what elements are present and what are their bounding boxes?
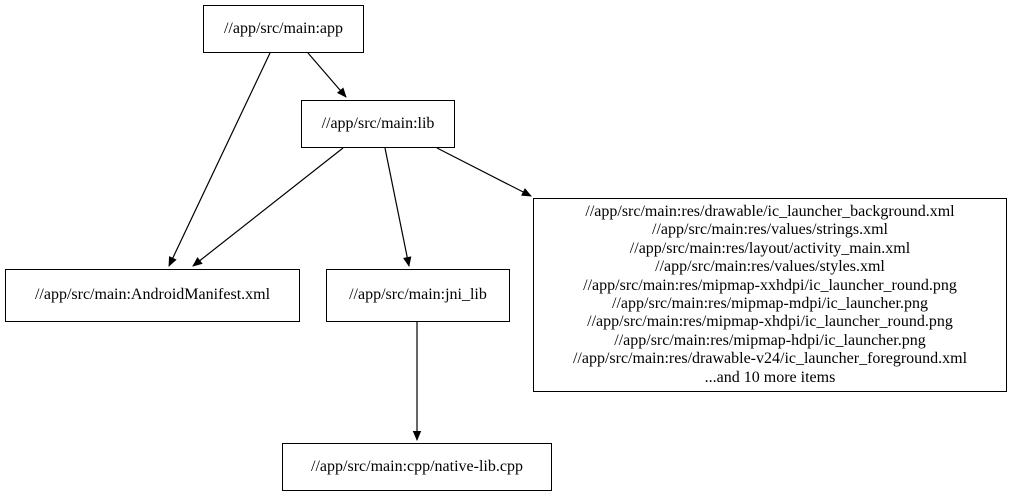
node-lib: //app/src/main:lib (301, 100, 455, 148)
node-native-lib-cpp-label: //app/src/main:cpp/native-lib.cpp (311, 457, 523, 475)
resource-more-items: ...and 10 more items (704, 368, 836, 386)
resource-item: //app/src/main:res/drawable-v24/ic_launc… (572, 350, 968, 368)
node-jni-lib: //app/src/main:jni_lib (326, 269, 510, 322)
resource-item: //app/src/main:res/mipmap-xhdpi/ic_launc… (587, 313, 953, 331)
edge-lib-to-manifest (192, 147, 344, 267)
node-android-manifest-label: //app/src/main:AndroidManifest.xml (34, 286, 271, 304)
resource-item: //app/src/main:res/values/styles.xml (655, 258, 885, 276)
resource-item: //app/src/main:res/mipmap-hdpi/ic_launch… (614, 331, 926, 349)
node-app-label: //app/src/main:app (223, 19, 344, 37)
node-app: //app/src/main:app (203, 5, 364, 53)
resource-item: //app/src/main:res/mipmap-mdpi/ic_launch… (612, 295, 928, 312)
node-resources-group: //app/src/main:res/drawable/ic_launcher_… (533, 198, 1007, 392)
resource-item: //app/src/main:res/values/strings.xml (652, 221, 888, 239)
node-native-lib-cpp: //app/src/main:cpp/native-lib.cpp (282, 443, 552, 491)
node-android-manifest: //app/src/main:AndroidManifest.xml (5, 269, 300, 322)
edge-app-to-manifest (168, 52, 271, 267)
resource-item: //app/src/main:res/mipmap-xxhdpi/ic_laun… (583, 276, 957, 294)
node-jni-lib-label: //app/src/main:jni_lib (349, 286, 487, 304)
edge-lib-to-jni-lib (384, 147, 412, 267)
edge-app-to-lib (307, 52, 347, 98)
resource-item: //app/src/main:res/layout/activity_main.… (629, 239, 911, 257)
node-lib-label: //app/src/main:lib (321, 114, 435, 132)
resource-item: //app/src/main:res/drawable/ic_launcher_… (585, 202, 955, 220)
edge-lib-to-resources (436, 147, 532, 197)
